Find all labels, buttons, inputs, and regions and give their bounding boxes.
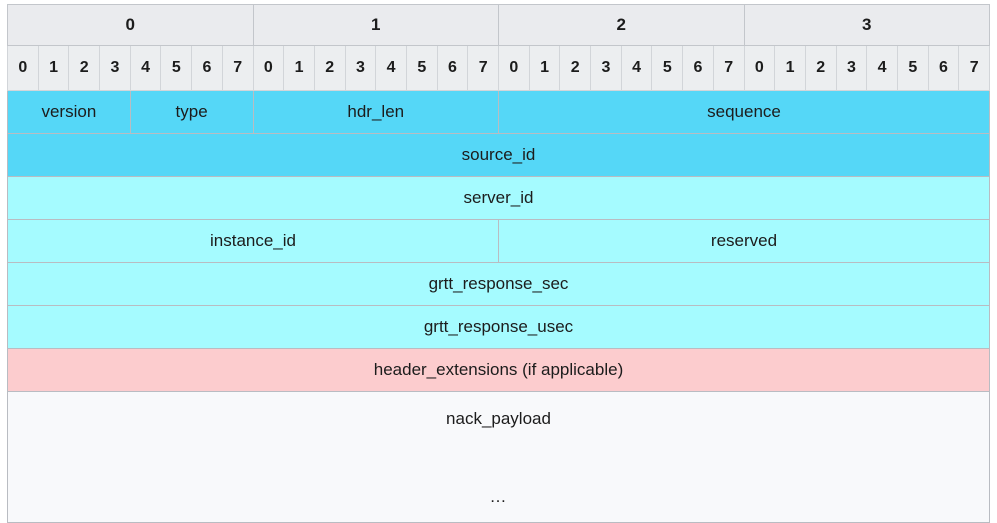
bit-index-cell-29: 5: [896, 45, 929, 91]
bit-index-cell-26: 2: [804, 45, 837, 91]
bit-index-cell-3: 3: [99, 45, 131, 91]
bit-index-cell-15: 7: [467, 45, 499, 91]
bit-index-cell-22: 6: [682, 45, 714, 91]
field-cell-reserved: reserved: [498, 219, 990, 263]
bit-index-cell-19: 3: [590, 45, 622, 91]
bit-index-cell-7: 7: [221, 45, 254, 91]
bit-index-cell-9: 1: [283, 45, 315, 91]
bit-index-cell-25: 1: [774, 45, 806, 91]
byte-index-cell-0: 0: [7, 4, 254, 46]
field-cell-grtt_response_usec: grtt_response_usec: [7, 305, 990, 349]
bit-index-cell-30: 6: [927, 45, 960, 91]
bit-index-cell-17: 1: [528, 45, 561, 91]
payload-row: nack_payload …: [7, 391, 990, 523]
field-cell-version: version: [7, 90, 131, 134]
bit-index-cell-27: 3: [835, 45, 868, 91]
payload-inner: nack_payload …: [9, 393, 989, 522]
field-row: grtt_response_sec: [7, 262, 990, 306]
byte-index-cell-3: 3: [743, 4, 990, 46]
field-row: server_id: [7, 176, 990, 220]
bit-index-cell-20: 4: [620, 45, 653, 91]
payload-continuation-ellipsis: …: [489, 487, 508, 506]
bit-index-cell-31: 7: [958, 45, 990, 91]
field-cell-source_id: source_id: [7, 133, 990, 177]
field-cell-nack_payload: nack_payload …: [7, 391, 990, 523]
bit-index-cell-18: 2: [559, 45, 592, 91]
bit-index-cell-2: 2: [68, 45, 101, 91]
field-cell-grtt_response_sec: grtt_response_sec: [7, 262, 990, 306]
field-cell-sequence: sequence: [498, 90, 990, 134]
field-cell-type: type: [129, 90, 254, 134]
field-row: grtt_response_usec: [7, 305, 990, 349]
bit-index-cell-13: 5: [405, 45, 438, 91]
payload-label: nack_payload: [446, 409, 551, 428]
bit-index-cell-28: 4: [866, 45, 898, 91]
field-cell-hdr_len: hdr_len: [252, 90, 499, 134]
bit-index-cell-8: 0: [252, 45, 285, 91]
field-cell-server_id: server_id: [7, 176, 990, 220]
field-cell-instance_id: instance_id: [7, 219, 499, 263]
bit-index-cell-4: 4: [129, 45, 162, 91]
bit-index-cell-1: 1: [37, 45, 70, 91]
bit-index-cell-0: 0: [7, 45, 39, 91]
bit-index-cell-14: 6: [436, 45, 469, 91]
field-cell-header_extensions: header_extensions (if applicable): [7, 348, 990, 392]
bit-index-cell-23: 7: [712, 45, 745, 91]
bit-index-cell-6: 6: [191, 45, 223, 91]
byte-index-cell-1: 1: [252, 4, 499, 46]
bit-index-cell-11: 3: [344, 45, 377, 91]
byte-index-cell-2: 2: [498, 4, 745, 46]
bit-index-cell-16: 0: [498, 45, 530, 91]
bit-index-cell-24: 0: [743, 45, 776, 91]
field-row: source_id: [7, 133, 990, 177]
field-row: header_extensions (if applicable): [7, 348, 990, 392]
bit-index-cell-5: 5: [160, 45, 193, 91]
bit-index-cell-21: 5: [651, 45, 684, 91]
bit-index-cell-10: 2: [313, 45, 346, 91]
bit-index-cell-12: 4: [375, 45, 407, 91]
